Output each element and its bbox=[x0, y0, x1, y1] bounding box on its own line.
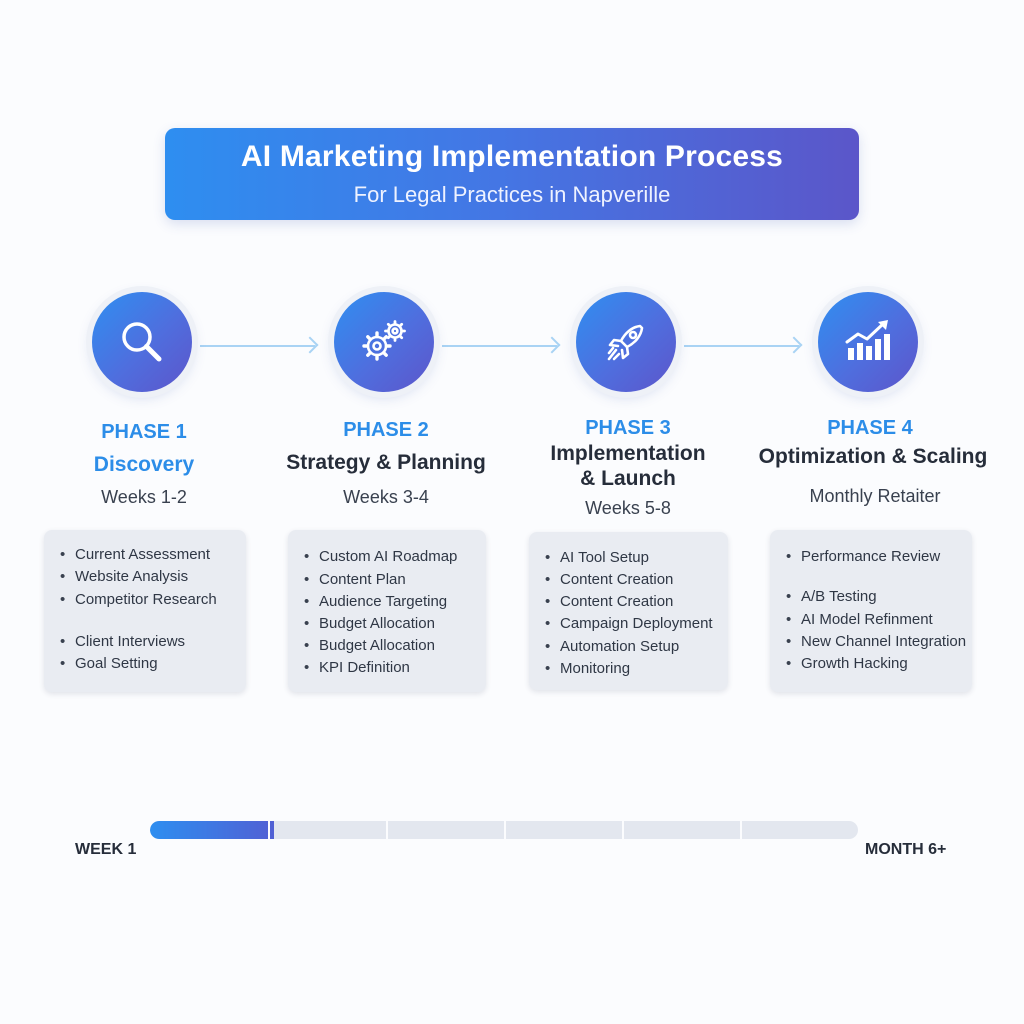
phase-2-name: Strategy & Planning bbox=[286, 451, 486, 474]
phase-3-task-list: AI Tool Setup Content Creation Content C… bbox=[545, 532, 724, 690]
phase-4-task-list: Performance Review A/B Testing AI Model … bbox=[786, 530, 968, 692]
phase-3-name-line-2: & Launch bbox=[580, 467, 676, 490]
list-item: Current Assessment bbox=[60, 546, 242, 564]
phase-2-task-list: Custom AI Roadmap Content Plan Audience … bbox=[304, 530, 482, 692]
phase-1-name: Discovery bbox=[93, 453, 195, 476]
timeline-progress-bar bbox=[150, 821, 858, 839]
phase-3-card: AI Tool Setup Content Creation Content C… bbox=[529, 532, 728, 690]
phase-1-card: Current Assessment Website Analysis Comp… bbox=[44, 530, 246, 692]
list-item: A/B Testing bbox=[786, 588, 968, 606]
timeline-segment-divider bbox=[504, 821, 506, 839]
phase-4-card: Performance Review A/B Testing AI Model … bbox=[770, 530, 972, 692]
phase-4-icon-circle bbox=[818, 292, 918, 392]
list-item: Monitoring bbox=[545, 660, 724, 678]
page-subtitle: For Legal Practices in Napverille bbox=[353, 182, 671, 207]
list-item: Content Plan bbox=[304, 571, 482, 589]
phase-1-icon-circle bbox=[92, 292, 192, 392]
list-item: AI Tool Setup bbox=[545, 549, 724, 567]
phase-2-duration: Weeks 3-4 bbox=[343, 487, 429, 507]
timeline-segment-divider bbox=[386, 821, 388, 839]
list-item: Campaign Deployment bbox=[545, 615, 724, 633]
gears-icon bbox=[362, 320, 406, 361]
list-item: Website Analysis bbox=[60, 568, 242, 586]
list-item: AI Model Refinment bbox=[786, 611, 968, 629]
list-item: KPI Definition bbox=[304, 659, 482, 677]
growth-chart-icon bbox=[845, 320, 890, 360]
list-item: Budget Allocation bbox=[304, 615, 482, 633]
list-item: Budget Allocation bbox=[304, 637, 482, 655]
timeline-segment-divider bbox=[268, 821, 270, 839]
list-item: Client Interviews bbox=[60, 633, 242, 651]
list-item: Audience Targeting bbox=[304, 593, 482, 611]
phase-2-label: PHASE 2 bbox=[343, 419, 429, 441]
phase-2-card: Custom AI Roadmap Content Plan Audience … bbox=[288, 530, 486, 692]
phase-3-duration: Weeks 5-8 bbox=[585, 498, 671, 518]
rocket-icon bbox=[607, 324, 644, 361]
list-item: Custom AI Roadmap bbox=[304, 548, 482, 566]
list-item: Content Creation bbox=[545, 571, 724, 589]
timeline-segment-divider bbox=[740, 821, 742, 839]
list-item: Automation Setup bbox=[545, 638, 724, 656]
list-item: Performance Review bbox=[786, 548, 968, 566]
phase-2-icon-circle bbox=[334, 292, 434, 392]
phase-1-task-list: Current Assessment Website Analysis Comp… bbox=[60, 530, 242, 692]
phase-4-label: PHASE 4 bbox=[827, 417, 913, 439]
list-item: New Channel Integration bbox=[786, 633, 968, 651]
connector-arrow-1-2 bbox=[200, 345, 315, 347]
list-item: Content Creation bbox=[545, 593, 724, 611]
timeline-progress-fill bbox=[150, 821, 274, 839]
page-title: AI Marketing Implementation Process bbox=[240, 140, 784, 173]
phase-4-name: Optimization & Scaling bbox=[758, 445, 988, 468]
phase-4-duration: Monthly Retaiter bbox=[809, 486, 941, 506]
timeline-segment-divider bbox=[622, 821, 624, 839]
phase-1-duration: Weeks 1-2 bbox=[101, 487, 187, 507]
timeline-end-label: MONTH 6+ bbox=[865, 841, 947, 858]
list-item: Competitor Research bbox=[60, 591, 242, 609]
phase-1-label: PHASE 1 bbox=[101, 421, 187, 443]
phase-3-icon-circle bbox=[576, 292, 676, 392]
list-item: Goal Setting bbox=[60, 655, 242, 673]
connector-arrow-2-3 bbox=[442, 345, 557, 347]
phase-3-label: PHASE 3 bbox=[585, 417, 671, 439]
header-banner: AI Marketing Implementation Process For … bbox=[165, 128, 859, 220]
phase-3-name-line-1: Implementation bbox=[550, 442, 706, 465]
timeline-start-label: WEEK 1 bbox=[75, 841, 137, 858]
connector-arrow-3-4 bbox=[684, 345, 799, 347]
list-item: Growth Hacking bbox=[786, 655, 968, 673]
magnifying-glass-icon bbox=[122, 322, 162, 362]
